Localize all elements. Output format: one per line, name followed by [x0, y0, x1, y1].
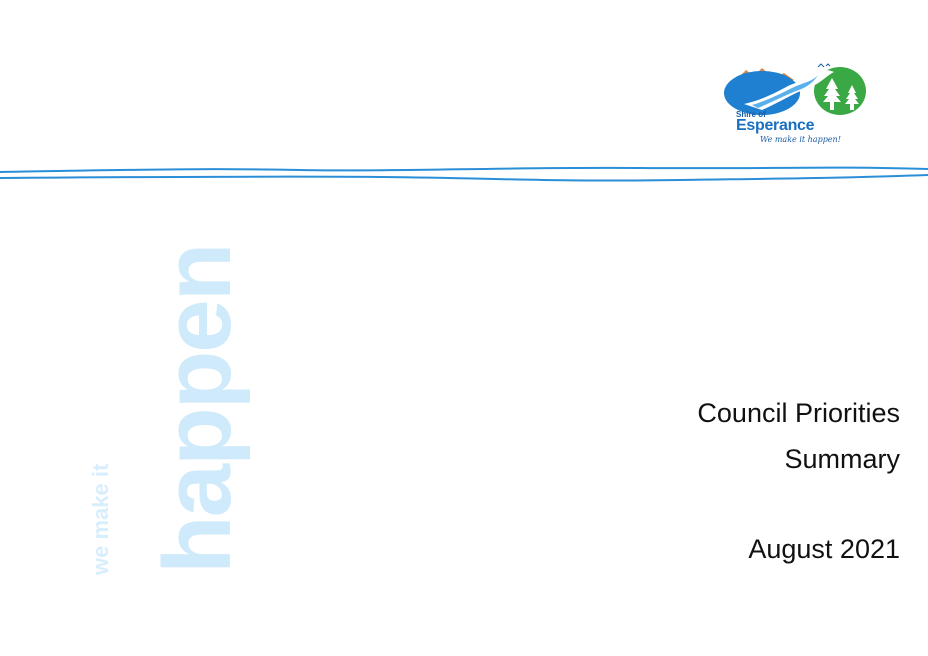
logo-tagline: We make it happen! — [760, 135, 841, 144]
wave-line-upper — [0, 166, 928, 173]
wave-line-lower — [0, 174, 928, 182]
bird-icon — [817, 63, 825, 68]
tree-icon — [845, 85, 859, 110]
title-line-1: Council Priorities — [697, 398, 900, 428]
watermark: happen we make it — [88, 200, 251, 580]
shire-logo: Shire of Esperance We make it happen! — [722, 58, 872, 148]
river-shape-inner — [752, 75, 818, 108]
watermark-big-text: happen — [144, 244, 251, 574]
watermark-small-text: we make it — [88, 463, 113, 575]
logo-graphic-icon — [724, 63, 866, 115]
water-shape — [724, 71, 800, 115]
wave-lines-divider — [0, 166, 928, 182]
tree-icon — [823, 78, 841, 110]
logo-main-text: Esperance — [736, 117, 815, 134]
title-line-2: Summary — [784, 444, 900, 474]
logo-small-text: Shire of — [736, 110, 766, 119]
bird-icon — [825, 63, 831, 67]
title-date: August 2021 — [748, 534, 900, 564]
title-block: Council Priorities Summary August 2021 — [697, 390, 900, 572]
